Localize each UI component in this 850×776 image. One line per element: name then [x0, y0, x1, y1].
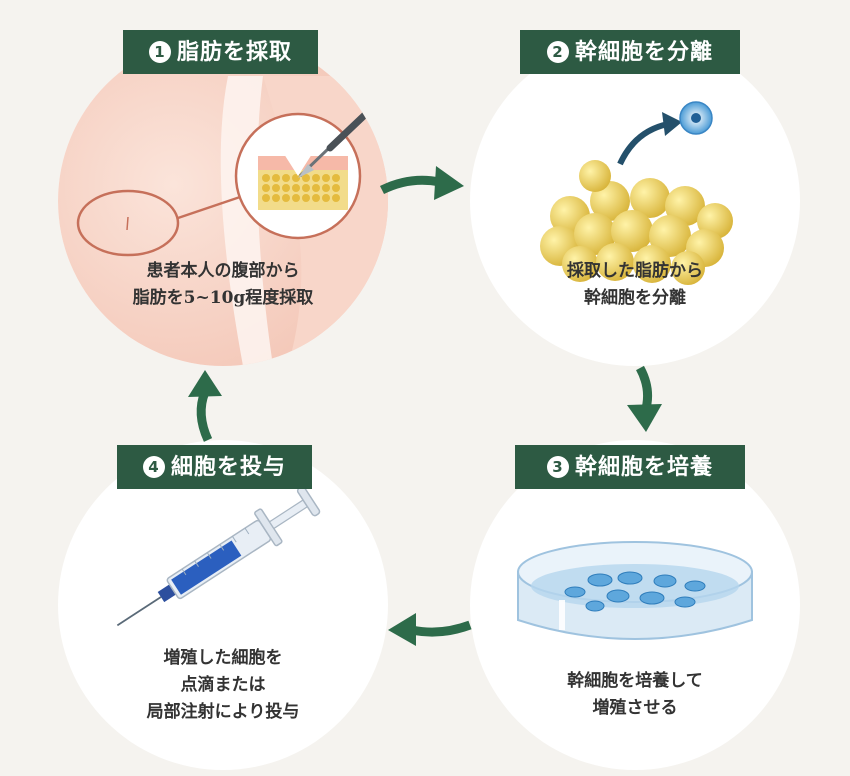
step-2-description: 採取した脂肪から 幹細胞を分離: [470, 258, 800, 312]
step-3-circle: [470, 440, 800, 770]
step-number-badge: 4: [142, 456, 165, 478]
step-number-badge: 1: [148, 41, 171, 63]
desc-line: 局部注射により投与: [146, 702, 300, 722]
syringe-icon: [116, 485, 321, 627]
arrow-step3-to-step4: [388, 613, 472, 646]
fat-separation-illustration: [540, 101, 733, 285]
arrow-step2-to-step3: [627, 365, 662, 432]
desc-line: 幹細胞を培養して: [567, 671, 703, 691]
step-title-text: 細胞を投与: [170, 454, 286, 480]
petri-dish-icon: [517, 541, 753, 640]
scalpel-icon: [298, 106, 374, 178]
desc-line: 増殖させる: [592, 698, 678, 718]
arrow-step4-to-step1: [188, 370, 222, 442]
desc-line: 採取した脂肪から: [567, 261, 703, 281]
injection-illustration: [116, 485, 321, 627]
step-1-description: 患者本人の腹部から 脂肪を5~10g程度採取: [58, 258, 388, 312]
step-3-description: 幹細胞を培養して 増殖させる: [470, 668, 800, 722]
culture-illustration: [517, 541, 753, 640]
desc-line: 増殖した細胞を: [163, 648, 283, 668]
step-title-text: 脂肪を採取: [176, 39, 292, 65]
step-2-circle: [470, 36, 800, 366]
arrow-step1-to-step2: [379, 166, 464, 200]
step-number-badge: 3: [546, 456, 569, 478]
step-4-circle: [58, 440, 388, 770]
abdomen-illustration: [58, 36, 388, 366]
step-1-circle: [58, 36, 388, 366]
step-title-text: 幹細胞を培養: [574, 454, 713, 480]
step-4-description: 増殖した細胞を 点滴または 局部注射により投与: [58, 645, 388, 726]
stem-cell-icon: [679, 101, 713, 135]
desc-line: 脂肪を5~10g程度採取: [132, 288, 314, 308]
desc-line: 点滴または: [180, 675, 266, 695]
desc-line: 患者本人の腹部から: [146, 261, 300, 281]
step-number-badge: 2: [546, 41, 569, 63]
desc-line: 幹細胞を分離: [584, 288, 686, 308]
fat-cells-icon: [540, 160, 733, 285]
step-title-text: 幹細胞を分離: [574, 39, 713, 65]
